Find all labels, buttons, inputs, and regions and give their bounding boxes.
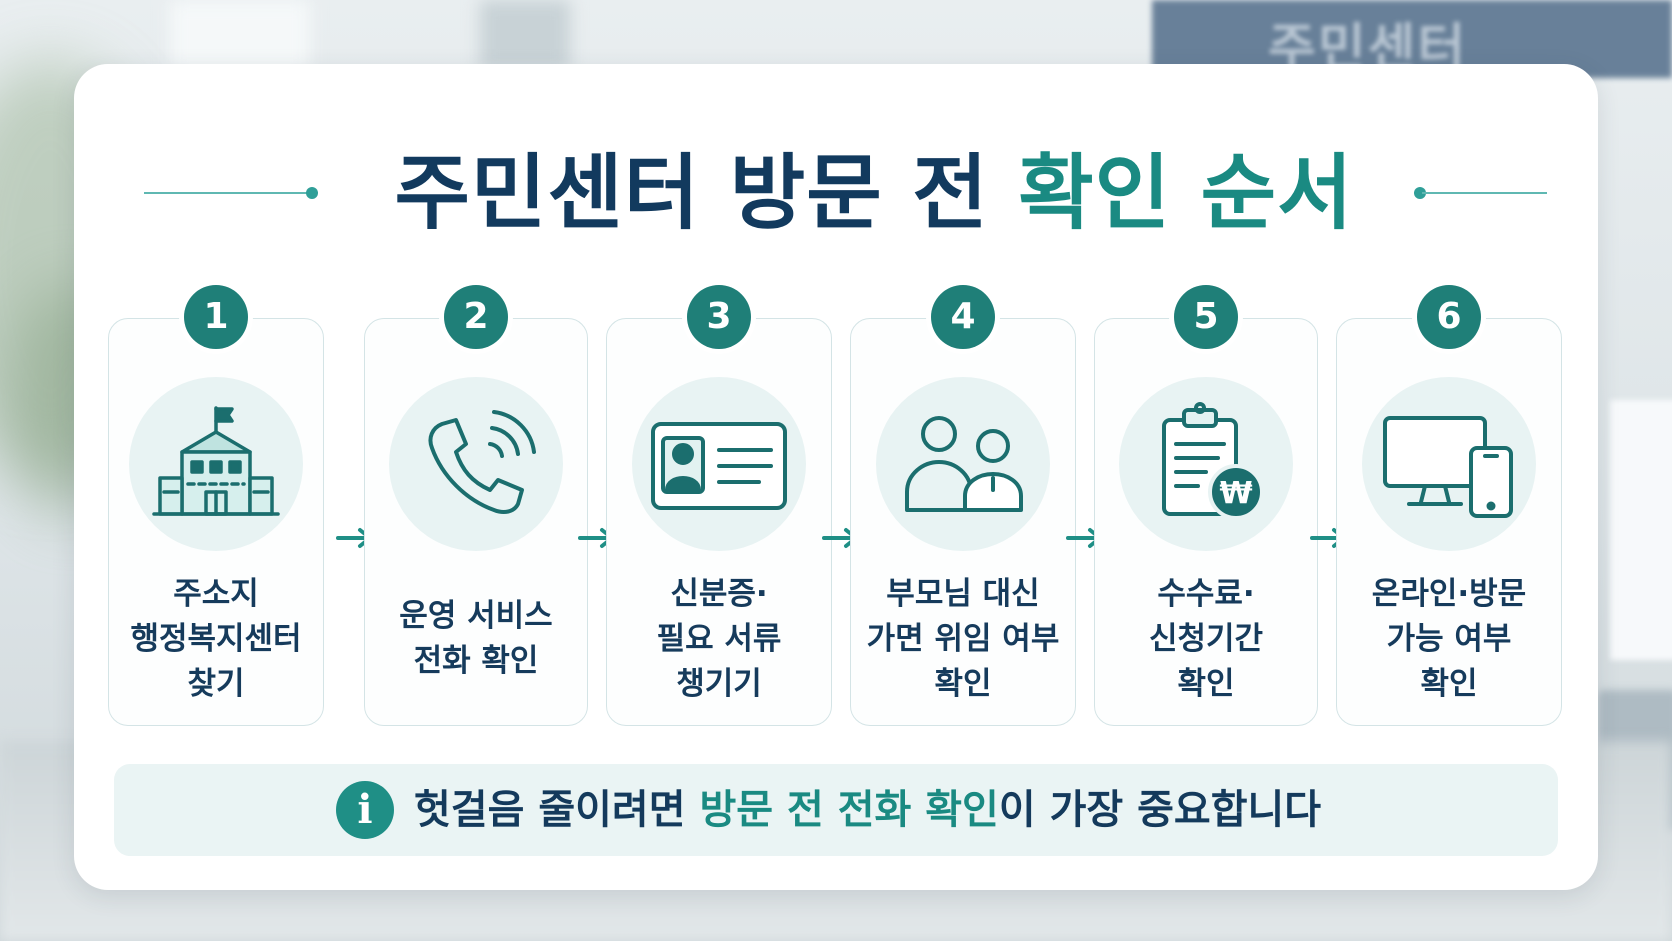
step-label-line: 운영 서비스 [399, 598, 553, 634]
step-card-2: 2 운영 서비스 전화 확인 [364, 285, 588, 726]
checklist-card: 주민센터 방문 전 확인 순서 1 [74, 64, 1598, 890]
step-card-4: 4 부모님 대신 가면 위임 여부 확인 [850, 285, 1076, 726]
title-decor-line-left [144, 192, 309, 194]
page-title: 주민센터 방문 전 확인 순서 [344, 134, 1404, 254]
tip-text-after: 이 가장 중요합니다 [998, 787, 1322, 833]
title-decor-dot-left [306, 187, 318, 199]
tip-banner: i 헛걸음 줄이려면 방문 전 전화 확인이 가장 중요합니다 [114, 764, 1558, 856]
step-number-badge: 6 [1417, 285, 1481, 349]
step-number-badge: 4 [931, 285, 995, 349]
svg-text:₩: ₩ [1219, 476, 1252, 511]
step-label-line: 가능 여부 [1386, 620, 1512, 657]
step-label-line: 가면 위임 여부 [866, 620, 1060, 657]
step-card-3: 3 신분증· 필요 서류 챙기기 [606, 285, 832, 726]
title-decor-dot-right [1414, 187, 1426, 199]
clipboard-won-icon: ₩ [1119, 377, 1293, 551]
background-paper [1610, 400, 1672, 660]
title-accent: 확인 순서 [1018, 146, 1354, 241]
phone-call-icon [389, 377, 563, 551]
two-people-icon [876, 377, 1050, 551]
step-label-line: 부모님 대신 [886, 575, 1040, 612]
step-card-6: 6 온라인·방문 가능 여부 확인 [1336, 285, 1562, 726]
step-number-badge: 2 [444, 285, 508, 349]
info-icon: i [336, 781, 394, 839]
id-card-icon [632, 377, 806, 551]
background-window [480, 0, 570, 70]
monitor-phone-icon [1362, 377, 1536, 551]
step-label: 주소지 행정복지센터 찾기 [115, 569, 317, 709]
step-label-line: 수수료· [1157, 575, 1255, 612]
step-label-line: 신청기간 [1148, 620, 1264, 657]
step-card-1: 1 주소지 행정복지센터 찾기 [108, 285, 324, 726]
step-label: 신분증· 필요 서류 챙기기 [613, 569, 825, 709]
title-decor-line-right [1422, 192, 1547, 194]
step-label-line: 주소지 [173, 575, 259, 612]
tip-text-before: 헛걸음 줄이려면 [414, 787, 700, 833]
step-label-line: 행정복지센터 [130, 620, 302, 657]
title-row: 주민센터 방문 전 확인 순서 [74, 134, 1598, 254]
step-number-badge: 5 [1174, 285, 1238, 349]
background-window [170, 0, 310, 70]
step-number-badge: 3 [687, 285, 751, 349]
step-label-line: 확인 [1177, 665, 1235, 702]
step-label: 수수료· 신청기간 확인 [1101, 569, 1311, 709]
step-label-line: 온라인·방문 [1371, 575, 1527, 612]
step-label: 운영 서비스 전화 확인 [371, 569, 581, 709]
step-label-line: 챙기기 [676, 665, 762, 702]
step-card-5: 5 ₩ 수수료· 신청기간 확인 [1094, 285, 1318, 726]
step-label-line: 확인 [934, 665, 992, 702]
step-label: 부모님 대신 가면 위임 여부 확인 [857, 569, 1069, 709]
step-label: 온라인·방문 가능 여부 확인 [1343, 569, 1555, 709]
title-main: 주민센터 방문 전 [394, 146, 1019, 241]
step-label-line: 신분증· [670, 575, 768, 612]
step-label-line: 찾기 [187, 665, 245, 702]
step-label-line: 확인 [1420, 665, 1478, 702]
step-number-badge: 1 [184, 285, 248, 349]
building-flag-icon [129, 377, 303, 551]
tip-text: 헛걸음 줄이려면 방문 전 전화 확인이 가장 중요합니다 [414, 764, 1321, 856]
step-label-line: 필요 서류 [656, 620, 782, 657]
step-label-line: 전화 확인 [413, 643, 539, 679]
tip-text-accent: 방문 전 전화 확인 [699, 787, 999, 833]
